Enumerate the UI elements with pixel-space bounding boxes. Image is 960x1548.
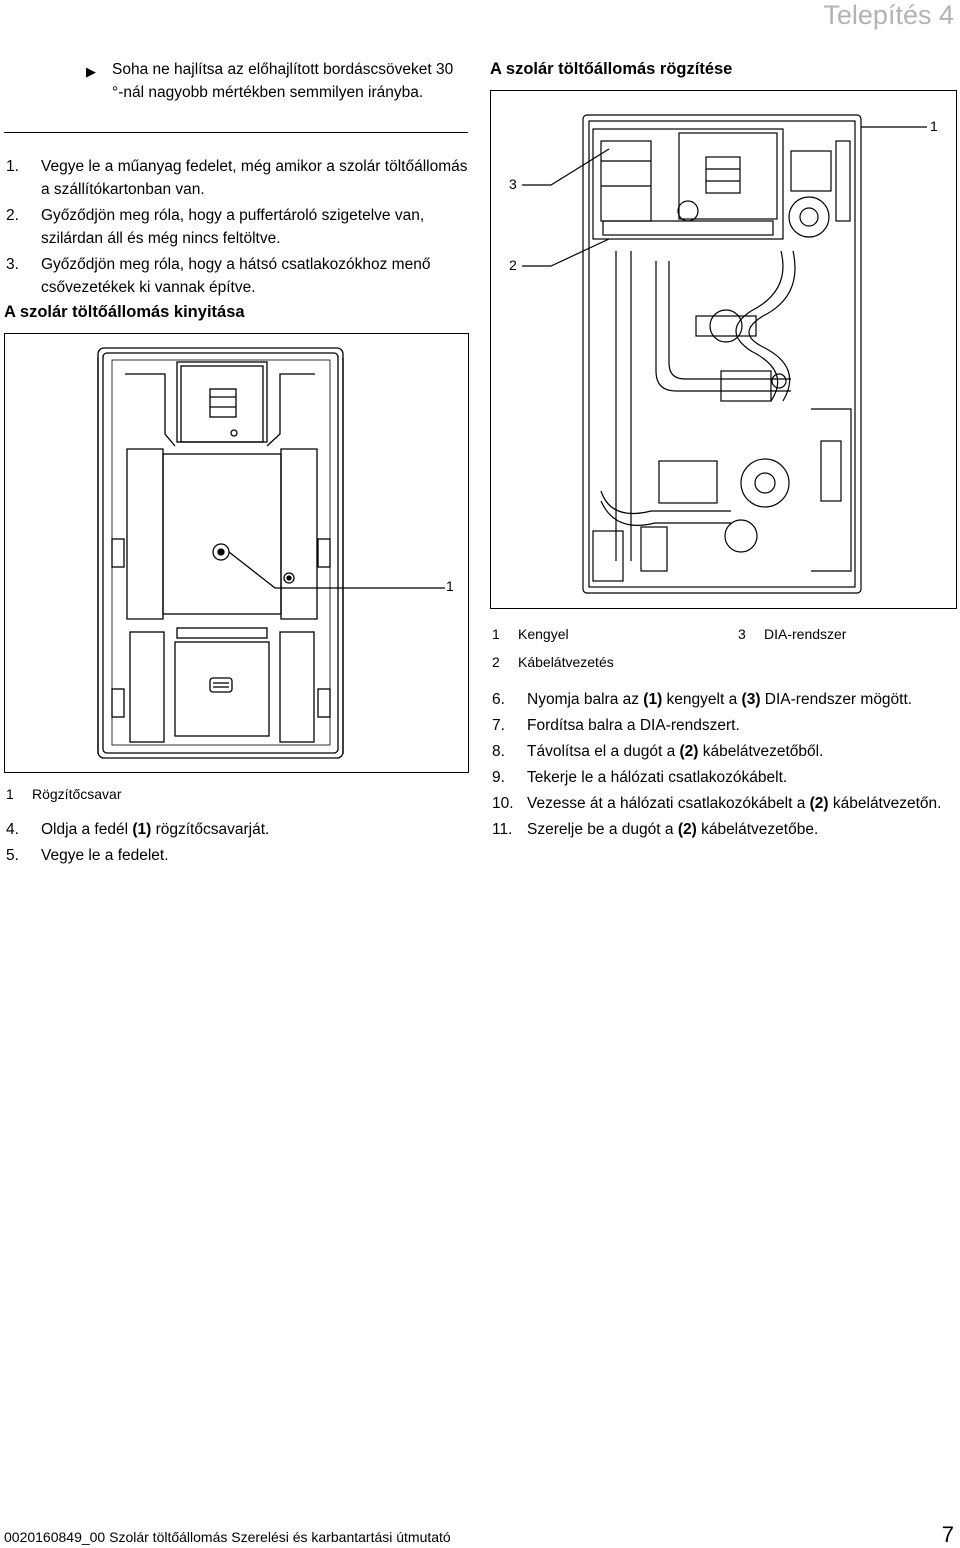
list-item: 8.Távolítsa el a dugót a (2) kábelátveze… — [492, 743, 824, 760]
station-drawing — [522, 114, 927, 594]
warning-note: ▶ Soha ne hajlítsa az előhajlított bordá… — [86, 58, 466, 104]
callout-2: 2 — [509, 257, 517, 273]
list-item: 6.Nyomja balra az (1) kengyelt a (3) DIA… — [492, 691, 913, 708]
steps-list-c: 6.Nyomja balra az (1) kengyelt a (3) DIA… — [492, 688, 954, 844]
arrow-bullet-icon: ▶ — [86, 64, 96, 79]
footer-doc: 0020160849_00 Szolár töltőállomás Szerel… — [4, 1529, 451, 1545]
list-item: 11.Szerelje be a dugót a (2) kábelátveze… — [492, 821, 819, 838]
figure-station: 1 3 2 — [490, 90, 957, 609]
steps-list-b: 4.Oldja a fedél (1) rögzítőcsavarját. 5.… — [6, 818, 474, 870]
section-title: Telepítés 4 — [823, 0, 954, 30]
figure-cover: 1 — [4, 333, 469, 773]
callout-1: 1 — [930, 118, 938, 134]
list-item: 3.Győződjön meg róla, hogy a hátsó csatl… — [6, 256, 431, 296]
list-item: 4.Oldja a fedél (1) rögzítőcsavarját. — [6, 821, 270, 838]
list-item: 2.Győződjön meg róla, hogy a puffertárol… — [6, 207, 425, 247]
page-number: 7 — [941, 1522, 954, 1547]
warning-text: Soha ne hajlítsa az előhajlított bordásc… — [112, 61, 454, 101]
heading-open: A szolár töltőállomás kinyitása — [4, 303, 245, 321]
callout-3: 3 — [509, 176, 517, 192]
cover-drawing — [97, 347, 445, 759]
callout-1: 1 — [446, 578, 454, 594]
steps-list-a: 1.Vegye le a műanyag fedelet, még amikor… — [6, 155, 474, 302]
list-item: 1.Vegye le a műanyag fedelet, még amikor… — [6, 158, 468, 198]
divider — [4, 132, 468, 133]
list-item: 5.Vegye le a fedelet. — [6, 847, 169, 864]
list-item: 7.Fordítsa balra a DIA-rendszert. — [492, 717, 740, 734]
list-item: 9.Tekerje le a hálózati csatlakozókábelt… — [492, 769, 788, 786]
heading-fix: A szolár töltőállomás rögzítése — [490, 60, 733, 78]
list-item: 10.Vezesse át a hálózati csatlakozókábel… — [492, 795, 942, 812]
